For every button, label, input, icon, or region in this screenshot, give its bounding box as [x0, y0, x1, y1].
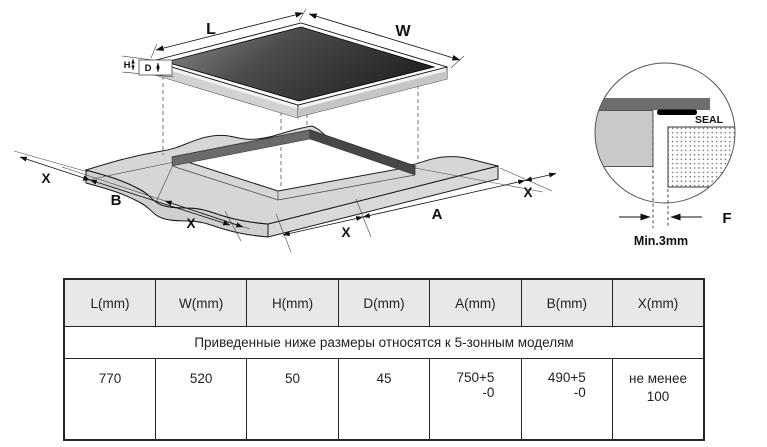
dim-line-X-right — [524, 172, 557, 182]
value-B-tolerance: -0 — [573, 385, 586, 400]
value-W-text: 520 — [189, 371, 213, 386]
value-B-main: 490+5 — [547, 370, 586, 385]
dim-label-D: D — [145, 63, 152, 74]
dim-line-W — [308, 13, 461, 61]
value-X-main: не менее — [629, 371, 687, 386]
value-A-main: 750+5 — [456, 370, 495, 385]
dim-line-X-left — [19, 156, 91, 181]
dimensions-table: L(mm) W(mm) H(mm) D(mm) A(mm) B(mm) X(mm… — [63, 278, 705, 441]
value-W: 520 — [154, 358, 248, 441]
seal-detail-view: SEAL F Min.3mm — [594, 62, 736, 248]
value-L: 770 — [63, 358, 156, 441]
cooktop-side-right-band — [298, 71, 447, 117]
dim-label-F: F — [722, 210, 731, 227]
value-D-text: 45 — [376, 371, 392, 386]
d-callout-box — [138, 59, 173, 76]
dim-label-H: H — [124, 60, 131, 71]
header-L: L(mm) — [63, 278, 156, 327]
value-A: 750+5 -0 — [429, 358, 522, 441]
cooktop-side-left-band — [152, 65, 298, 118]
dim-label-W: W — [395, 23, 411, 40]
header-D: D(mm) — [337, 278, 431, 327]
dim-label-L: L — [206, 21, 216, 38]
detail-countertop-section — [667, 126, 735, 188]
value-H-text: 50 — [285, 371, 301, 386]
table-data-row: 770 520 50 45 750+5 -0 490+5 -0 — [63, 358, 705, 441]
detail-hob-body — [595, 110, 654, 167]
value-L-text: 770 — [98, 371, 122, 386]
dim-label-A: A — [432, 206, 443, 223]
projection-lines — [162, 76, 419, 188]
note-cell: Приведенные ниже размеры относятся к 5-з… — [63, 326, 705, 359]
dim-label-X-bottom-left: X — [186, 216, 195, 231]
dim-line-X-bottom-center — [282, 216, 364, 236]
dim-label-X-left: X — [41, 171, 50, 186]
value-A-tolerance: -0 — [482, 385, 495, 400]
header-B: B(mm) — [520, 278, 614, 327]
header-H: H(mm) — [246, 278, 339, 327]
dim-label-X-bottom-center: X — [341, 225, 350, 240]
dim-line-A — [362, 179, 526, 218]
header-W: W(mm) — [154, 278, 248, 327]
dim-line-L — [155, 12, 304, 51]
detail-circle — [594, 62, 736, 204]
header-X: X(mm) — [612, 278, 705, 327]
dim-line-X-bottom-left — [164, 200, 244, 228]
table-note-row: Приведенные ниже размеры относятся к 5-з… — [63, 326, 705, 359]
dim-label-B: B — [111, 192, 122, 209]
gap-dashed-lines — [652, 114, 669, 228]
installation-diagram: L W H D X B X X A X — [13, 8, 557, 253]
value-B: 490+5 -0 — [520, 358, 614, 441]
min-gap-label: Min.3mm — [634, 234, 688, 248]
header-A: A(mm) — [429, 278, 522, 327]
detail-glass-bar — [595, 98, 710, 110]
seal-bar — [657, 109, 697, 115]
value-H: 50 — [246, 358, 339, 441]
table-header-row: L(mm) W(mm) H(mm) D(mm) A(mm) B(mm) X(mm… — [63, 278, 705, 327]
value-X-sub: 100 — [646, 388, 670, 404]
seal-label: SEAL — [695, 114, 724, 126]
value-X: не менее 100 — [612, 358, 705, 441]
value-D: 45 — [337, 358, 431, 441]
dim-label-X-right: X — [523, 185, 532, 200]
cutout-wall-right — [309, 129, 416, 176]
